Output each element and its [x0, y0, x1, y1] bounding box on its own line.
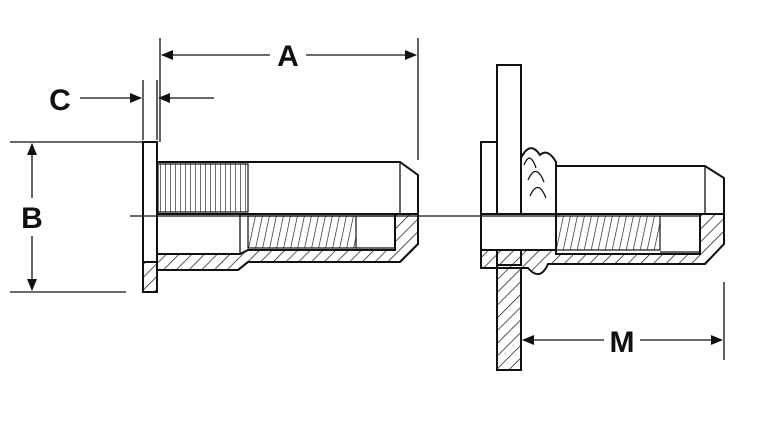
- left-wall-section: [156, 213, 419, 271]
- left-flange-section: [142, 261, 158, 293]
- bulge: [520, 147, 557, 215]
- left-thread: [247, 215, 357, 249]
- right-wall-section: [480, 213, 725, 275]
- dimension-c: C: [49, 80, 214, 140]
- dimension-b: B: [10, 141, 143, 293]
- dimension-a: A: [159, 38, 419, 160]
- right-thread: [555, 215, 661, 251]
- panel-section: [496, 267, 522, 371]
- dimension-m: M: [522, 282, 725, 360]
- dimension-m-label: M: [610, 326, 635, 359]
- left-rivet-nut: [142, 141, 419, 293]
- dimension-a-label: A: [277, 40, 299, 73]
- dimension-b-label: B: [21, 202, 43, 235]
- dimension-c-label: C: [49, 84, 71, 117]
- left-knurl: [157, 163, 249, 213]
- right-body-top: [556, 165, 725, 215]
- right-rivet-nut: [480, 64, 725, 371]
